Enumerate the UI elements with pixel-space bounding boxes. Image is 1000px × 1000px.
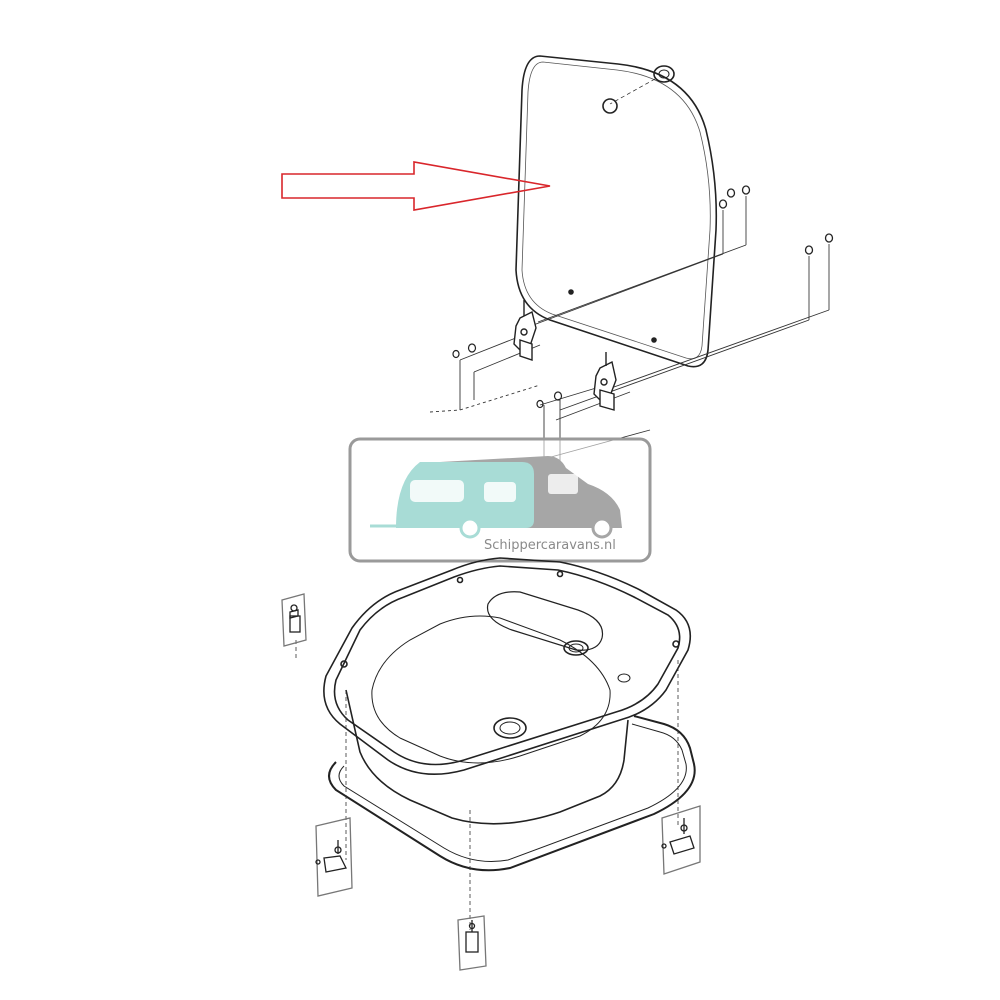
screws-right [718,185,834,320]
bowl-inner-wall [371,615,611,764]
red-arrow [281,161,551,211]
watermark-logo: Schippercaravans.nl [348,437,652,563]
sink-basin [323,557,692,825]
sink-rim-outer [323,557,692,775]
clamp-bottom [457,915,487,971]
drop-lines [295,640,679,930]
caravan-icon [396,462,534,528]
tap-hole [617,673,631,683]
drain-small [563,640,589,656]
lid-pin-hole [651,337,657,343]
lid-outline [515,55,718,368]
small-basin [486,591,604,651]
bowl-outer-wall [345,689,629,825]
washers-hinges [452,343,563,409]
gasket-seal [328,715,696,872]
hinge-right [593,352,617,411]
hinge-left [513,300,537,361]
drain-main [493,717,527,739]
lid-pin-hole [568,289,574,295]
lid-inner-edge [521,61,711,360]
lid-knob-hole [602,98,618,114]
knob [609,65,675,105]
sink-rim-inner [333,565,681,766]
glass-lid [515,55,718,368]
watermark-text: Schippercaravans.nl [484,538,616,553]
clamp-left [315,817,353,897]
clamp-top-left [281,593,307,647]
clamp-right [661,805,701,875]
assembly-lines [429,244,830,470]
